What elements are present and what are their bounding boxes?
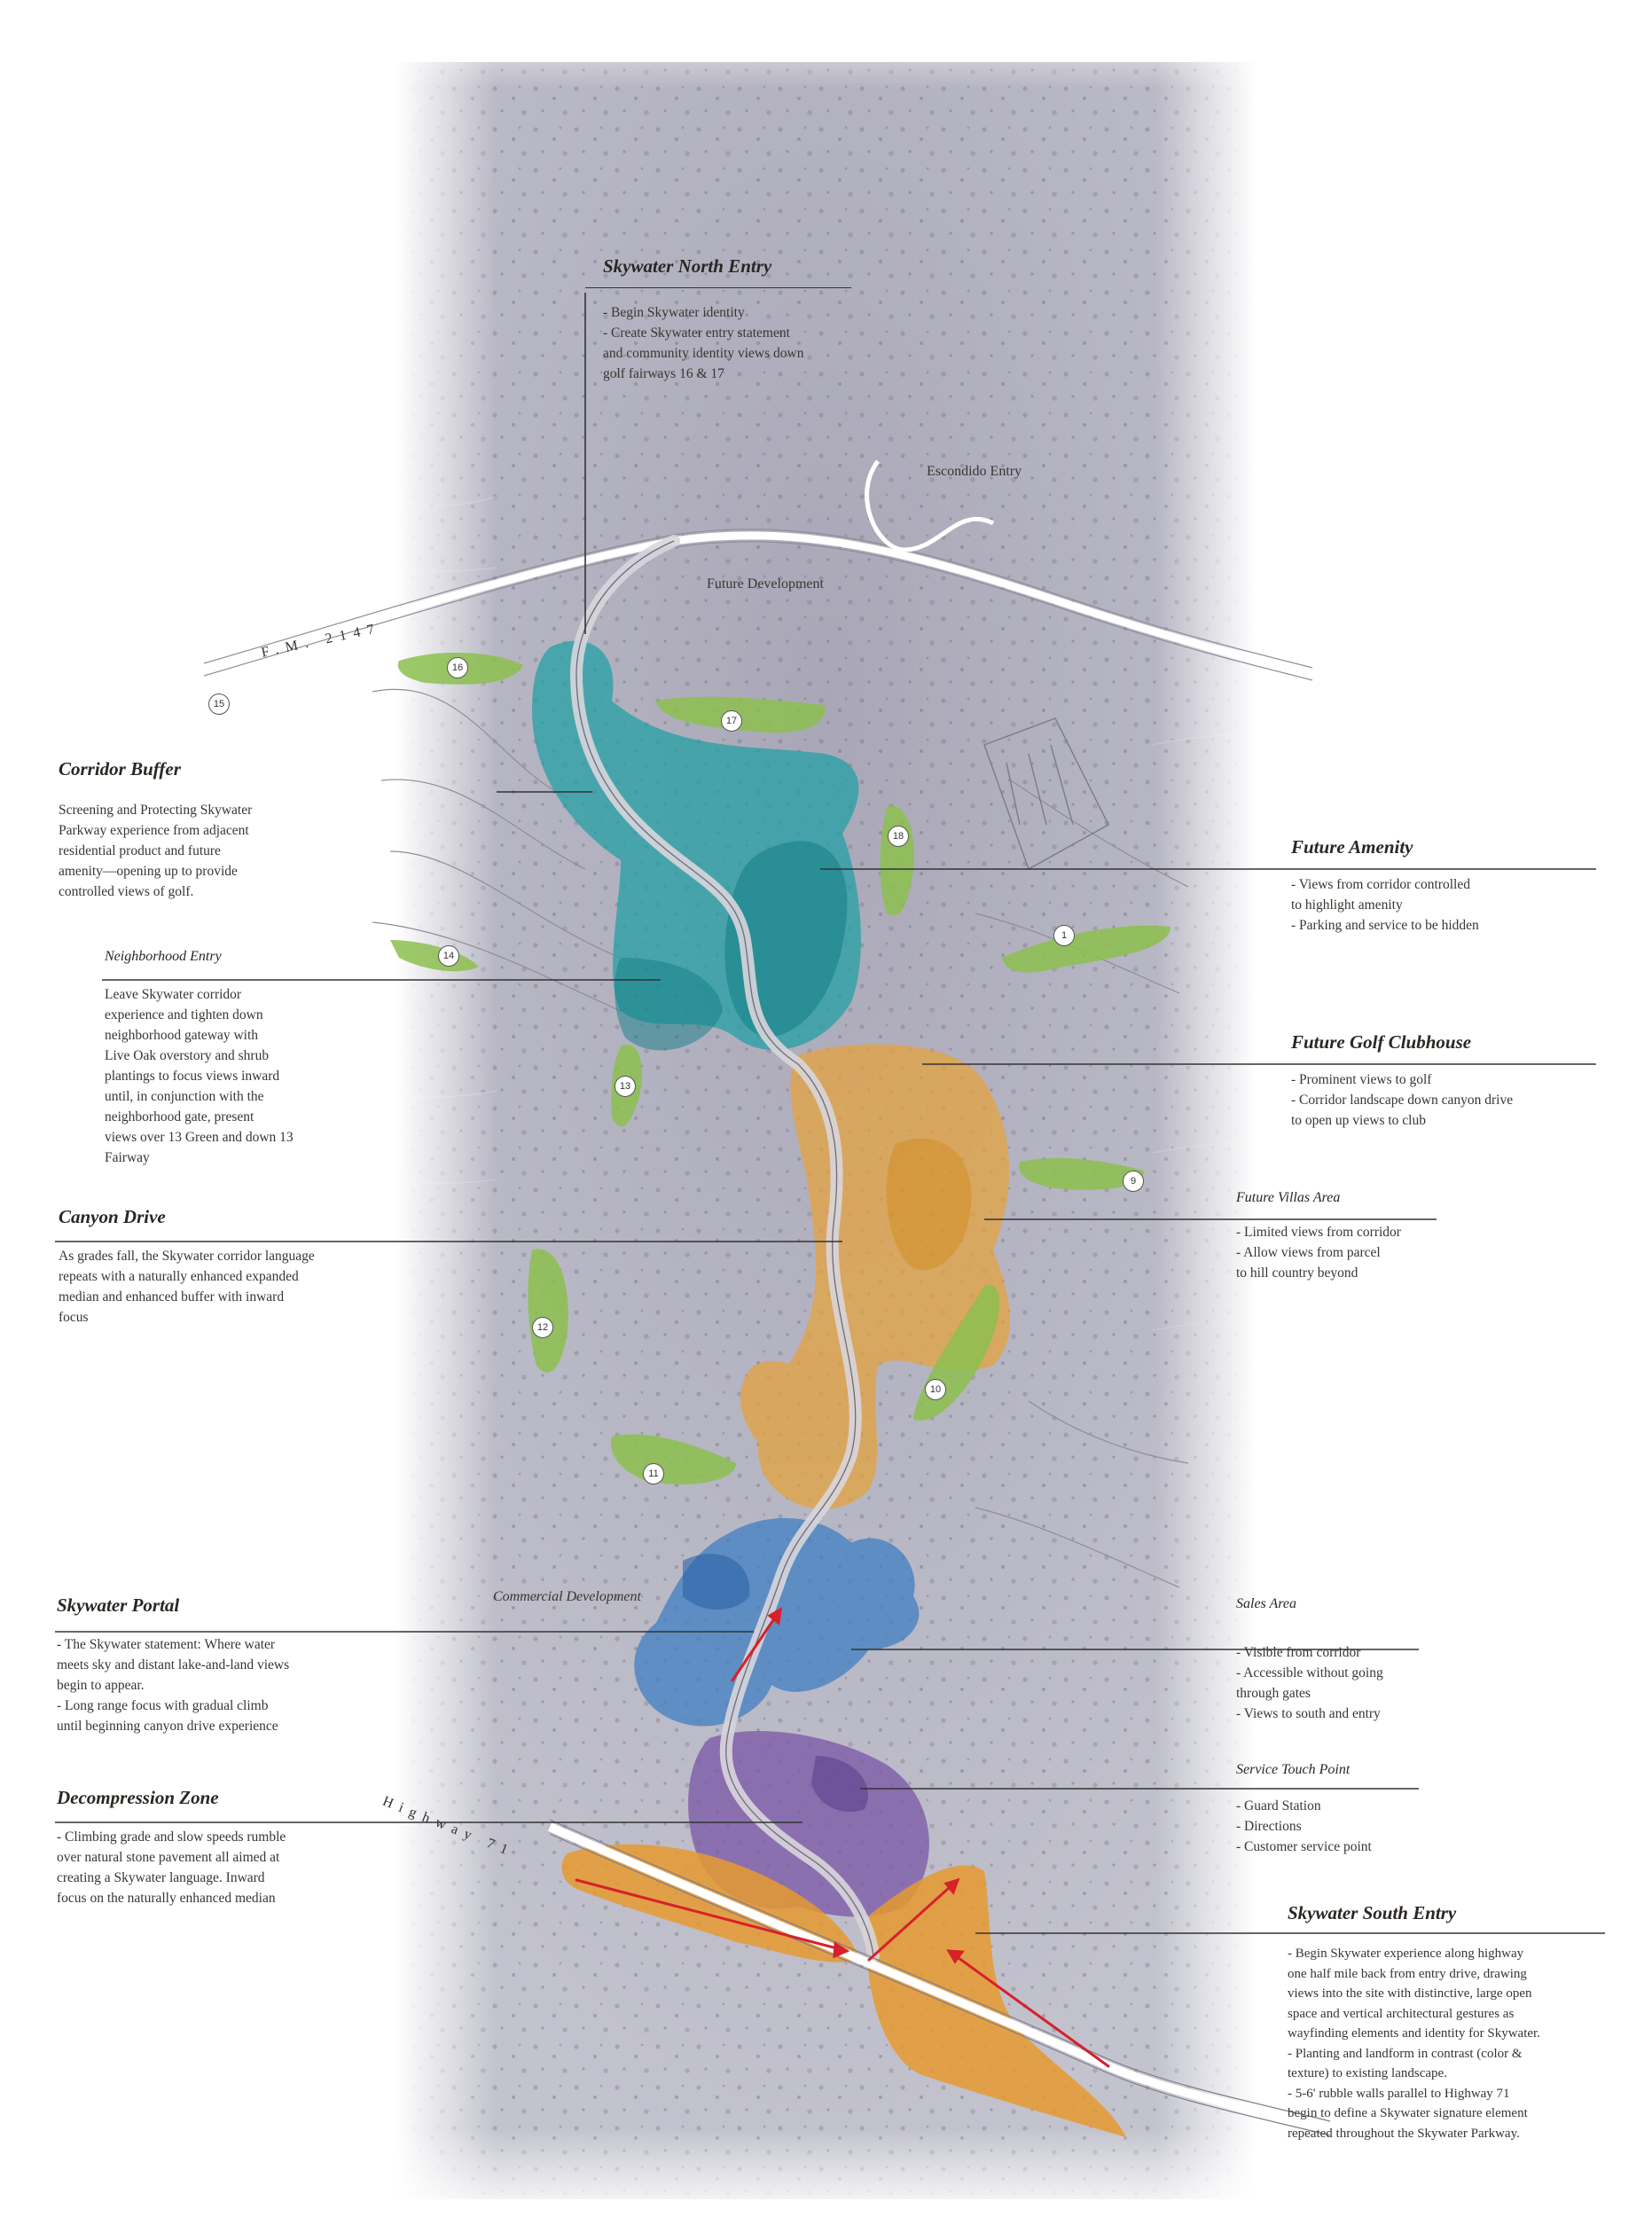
- future-development-label: Future Development: [707, 576, 824, 591]
- callout-title: Future Amenity: [1291, 836, 1413, 858]
- fairway-12: [528, 1249, 568, 1373]
- callout-body: - Visible from corridor - Accessible wit…: [1236, 1645, 1383, 1721]
- golf-hole-marker: 9: [1123, 1171, 1144, 1192]
- golf-hole-marker: 16: [447, 657, 468, 678]
- orange-zone-inner: [886, 1138, 972, 1270]
- golf-hole-marker: 11: [643, 1463, 664, 1485]
- fairway-1: [1002, 925, 1170, 973]
- callout-body: - Views from corridor controlled to high…: [1291, 877, 1479, 933]
- callout-neighborhood-entry: Neighborhood Entry Leave Skywater corrid…: [105, 949, 362, 1168]
- callout-body: As grades fall, the Skywater corridor la…: [59, 1249, 315, 1325]
- callout-title: Future Golf Clubhouse: [1291, 1031, 1472, 1053]
- golf-hole-marker: 14: [438, 945, 459, 967]
- callout-title: Corridor Buffer: [59, 758, 181, 779]
- golf-hole-marker: 1: [1053, 925, 1075, 946]
- callout-title: Canyon Drive: [59, 1206, 166, 1227]
- view-arrow-highway-west: [575, 1878, 849, 1953]
- callout-skywater-portal: Skywater Portal - The Skywater statement…: [57, 1594, 376, 1736]
- callout-future-villas-area: Future Villas Area - Limited views from …: [1236, 1190, 1449, 1283]
- purple-zone-inner: [811, 1756, 868, 1813]
- callout-body: Screening and Protecting Skywater Parkwa…: [59, 803, 253, 899]
- escondido-entry-road: [865, 459, 995, 552]
- callout-body: - Guard Station - Directions - Customer …: [1236, 1798, 1372, 1854]
- callout-title: Skywater North Entry: [603, 255, 772, 277]
- callout-body: - The Skywater statement: Where water me…: [57, 1637, 290, 1734]
- callout-title: Service Touch Point: [1236, 1762, 1351, 1777]
- teal-zone-lower: [615, 958, 723, 1051]
- callout-canyon-drive: Canyon Drive As grades fall, the Skywate…: [59, 1206, 413, 1328]
- future-amenity-parking: [983, 717, 1109, 871]
- callout-title: Skywater South Entry: [1288, 1902, 1457, 1923]
- golf-hole-marker: 15: [208, 693, 230, 715]
- callout-skywater-north-entry: Skywater North Entry - Begin Skywater id…: [585, 255, 887, 384]
- golf-hole-marker: 12: [532, 1317, 553, 1338]
- view-arrows: [575, 1607, 1110, 2068]
- callout-future-golf-clubhouse: Future Golf Clubhouse - Prominent views …: [1291, 1031, 1593, 1131]
- callout-title: Future Villas Area: [1236, 1190, 1341, 1205]
- callout-title: Sales Area: [1236, 1596, 1296, 1611]
- view-arrow-entry-north: [867, 1878, 959, 1962]
- fairway-14: [390, 940, 479, 972]
- callout-body: - Prominent views to golf - Corridor lan…: [1291, 1072, 1514, 1128]
- golf-hole-marker: 13: [615, 1076, 636, 1097]
- escondido-entry-label: Escondido Entry: [927, 464, 1022, 479]
- callout-future-amenity: Future Amenity - Views from corridor con…: [1291, 836, 1593, 936]
- callout-decompression-zone: Decompression Zone - Climbing grade and …: [57, 1787, 376, 1908]
- golf-hole-marker: 10: [925, 1379, 946, 1400]
- callout-body: - Begin Skywater experience along highwa…: [1288, 1947, 1540, 2141]
- callout-skywater-south-entry: Skywater South Entry - Begin Skywater ex…: [1288, 1902, 1625, 2143]
- leader-lines: [55, 293, 1605, 1934]
- view-arrow-south: [947, 1949, 1110, 2068]
- commercial-development-label: Commercial Development: [493, 1589, 641, 1604]
- callout-corridor-buffer: Corridor Buffer Screening and Protecting…: [59, 758, 351, 902]
- view-arrow-portal: [731, 1608, 782, 1682]
- fairway-11: [611, 1434, 736, 1485]
- golf-hole-marker: 18: [888, 826, 909, 847]
- fairway-9: [1019, 1157, 1144, 1190]
- blue-zone-inner: [683, 1554, 750, 1610]
- callout-title: Skywater Portal: [57, 1594, 180, 1616]
- callout-body: - Climbing grade and slow speeds rumble …: [57, 1829, 286, 1906]
- callout-body: Leave Skywater corridor experience and t…: [105, 987, 294, 1165]
- callout-sales-area: Sales Area - Visible from corridor - Acc…: [1236, 1596, 1440, 1724]
- callout-title: Neighborhood Entry: [105, 949, 222, 964]
- golf-hole-marker: 17: [721, 710, 742, 732]
- callout-body: - Begin Skywater identity - Create Skywa…: [603, 305, 804, 381]
- callout-service-touch-point: Service Touch Point - Guard Station - Di…: [1236, 1762, 1440, 1857]
- callout-body: - Limited views from corridor - Allow vi…: [1236, 1225, 1401, 1281]
- callout-title: Decompression Zone: [57, 1787, 219, 1808]
- highway-71-road: [547, 1822, 1332, 2133]
- fm-2147-road: [200, 531, 1317, 678]
